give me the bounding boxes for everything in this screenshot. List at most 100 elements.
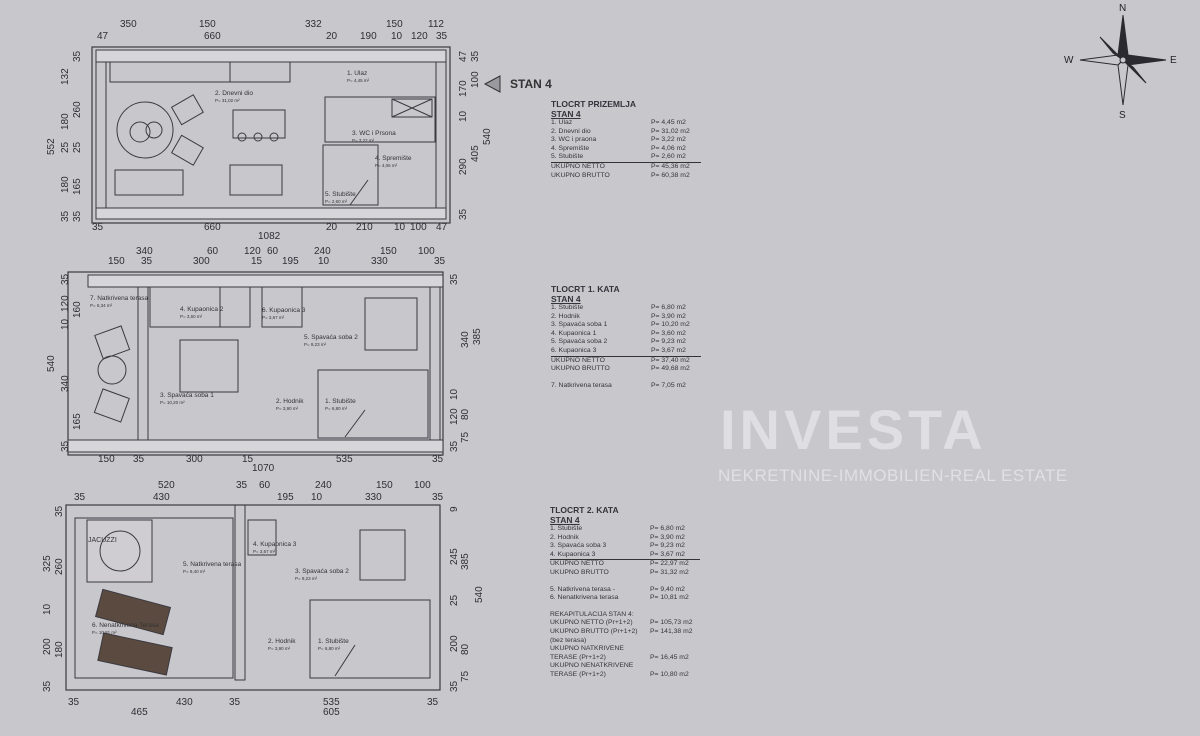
area-table-row: UKUPNO NENATKRIVENE xyxy=(550,662,700,671)
dimension-label: 100 xyxy=(418,246,435,257)
dimension-label: 10 xyxy=(449,388,460,400)
dimension-label: 120 xyxy=(244,246,261,257)
dimension-label: 325 xyxy=(42,555,53,572)
dimension-label: 35 xyxy=(427,697,439,708)
dimension-label: 150 xyxy=(98,454,115,465)
dimension-label: 120 xyxy=(60,295,71,312)
dimension-label: 150 xyxy=(108,256,125,267)
room-name: 4. Kupaonica 3 xyxy=(253,541,297,548)
area-table-subtitle: STAN 4 xyxy=(550,515,580,525)
dimension-label: 195 xyxy=(277,492,294,503)
spacer xyxy=(550,578,700,586)
dimension-label: 210 xyxy=(356,222,373,233)
area-table-row: UKUPNO BRUTTO (Pr+1+2) P= 141,38 m2 xyxy=(550,628,700,637)
row-label: UKUPNO NENATKRIVENE xyxy=(550,662,634,670)
area-table-subtitle: STAN 4 xyxy=(551,109,581,119)
row-value: P= 3,67 m2 xyxy=(650,550,685,558)
row-value: P= 6,80 m2 xyxy=(650,525,685,532)
dimension-label: 465 xyxy=(131,707,148,718)
room-name: 5. Stubište xyxy=(325,191,356,198)
dimension-label: 35 xyxy=(436,31,448,42)
dimension-label: 120 xyxy=(449,408,460,425)
row-label: UKUPNO NETTO xyxy=(551,356,605,364)
dimension-label: 60 xyxy=(259,480,271,491)
room-area: P= 10,20 m² xyxy=(160,400,185,405)
dimension-label: 35 xyxy=(42,680,53,692)
dimension-label: 35 xyxy=(60,440,71,452)
dimension-label: 35 xyxy=(236,480,248,491)
dimension-label: 112 xyxy=(428,19,444,30)
area-table-row: 5. Natkrivena terasa -P= 9,40 m2 xyxy=(550,586,700,595)
row-label: 4. Spremište xyxy=(551,144,590,152)
row-label: 7. Natkrivena terasa xyxy=(551,381,612,389)
compass-south: S xyxy=(1119,110,1126,121)
row-label: 3. WC i praona xyxy=(551,136,597,144)
dimension-label: 35 xyxy=(60,210,71,222)
dimension-label: 350 xyxy=(120,19,137,30)
dimension-label: 200 xyxy=(42,638,53,655)
dimension-label: 35 xyxy=(54,505,65,517)
room-name: 6. Nenatkrivena Terasa xyxy=(92,622,159,629)
room-name: 2. Hodnik xyxy=(268,638,296,645)
dimension-label: 35 xyxy=(470,50,481,62)
dimension-label: 35 xyxy=(72,210,83,222)
dimension-label: 245 xyxy=(449,548,460,565)
area-table-row: TERASE (Pr+1+2)P= 10,80 m2 xyxy=(550,671,700,680)
row-value: P= 141,38 m2 xyxy=(650,627,693,635)
dimension-label: 330 xyxy=(365,492,382,503)
row-value: P= 3,90 m2 xyxy=(651,312,686,320)
row-value: P= 4,45 m2 xyxy=(651,119,686,126)
room-name: 6. Kupaonica 3 xyxy=(262,307,306,314)
dimension-label: 80 xyxy=(460,643,471,655)
area-table-title: TLOCRT PRIZEMLJA xyxy=(551,99,636,109)
dimension-label: 60 xyxy=(267,246,279,257)
row-value: P= 22,97 m2 xyxy=(650,560,689,568)
row-label: 3. Spavaća soba 1 xyxy=(551,321,608,329)
row-label: UKUPNO NETTO (Pr+1+2) xyxy=(550,619,633,627)
dimension-label: 15 xyxy=(251,256,263,267)
stan-marker-arrow xyxy=(483,75,501,93)
row-value: P= 60,38 m2 xyxy=(651,171,690,179)
dimension-label: 10 xyxy=(42,603,53,615)
spacer xyxy=(551,374,701,382)
dimension-label: 35 xyxy=(458,208,469,220)
row-label: UKUPNO BRUTTO (Pr+1+2) xyxy=(550,627,638,635)
row-label: 5. Spavaća soba 2 xyxy=(551,338,608,346)
row-value: P= 9,40 m2 xyxy=(650,585,685,593)
compass-rose-icon xyxy=(1079,14,1167,106)
dimension-label: 180 xyxy=(60,176,71,193)
dimension-label: 100 xyxy=(470,71,481,88)
room-name: 2. Hodnik xyxy=(276,398,304,405)
first-floor-plan xyxy=(67,271,444,456)
room-name: 4. Kupaonica 2 xyxy=(180,306,224,313)
row-label: UKUPNO BRUTTO xyxy=(550,568,609,576)
row-value: P= 16,45 m2 xyxy=(650,653,689,661)
dimension-label: 535 xyxy=(323,697,340,708)
dimension-label: 430 xyxy=(153,492,170,503)
dimension-label: 10 xyxy=(60,318,71,330)
row-label: UKUPNO NATKRIVENE xyxy=(550,645,624,653)
row-label: 2. Hodnik xyxy=(551,312,580,320)
dimension-label: 47 xyxy=(436,222,448,233)
dimension-label: 260 xyxy=(54,558,65,575)
area-table-row: UKUPNO NETTO (Pr+1+2)P= 105,73 m2 xyxy=(550,619,700,628)
dimension-label: 660 xyxy=(204,222,221,233)
dimension-label: 385 xyxy=(460,553,471,570)
row-label: (bez terasa) xyxy=(550,636,587,644)
